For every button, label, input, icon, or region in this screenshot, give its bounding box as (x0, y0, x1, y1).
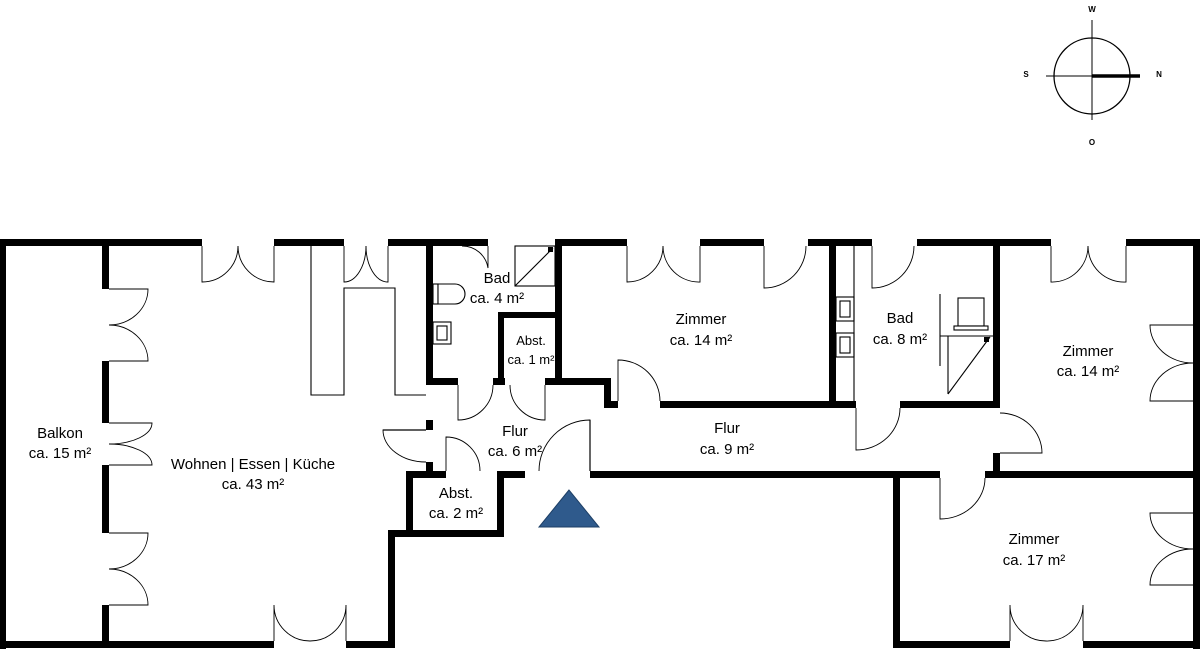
room-name-zimmer-17: Zimmer (1009, 531, 1060, 548)
room-area-zimmer-17: ca. 17 m² (1003, 552, 1066, 569)
room-area-abst-1: ca. 1 m² (508, 352, 556, 367)
room-name-abst-1: Abst. (516, 333, 546, 348)
room-area-wohnen: ca. 43 m² (222, 476, 285, 493)
room-area-bad-small: ca. 4 m² (470, 290, 524, 307)
room-area-bad-large: ca. 8 m² (873, 331, 927, 348)
room-name-bad-small: Bad (484, 270, 511, 287)
compass-north-label: N (1156, 70, 1162, 79)
kitchen-counter (310, 246, 426, 396)
windows (108, 245, 1194, 642)
entrance-triangle-icon (537, 489, 601, 528)
room-area-zimmer-14-right: ca. 14 m² (1057, 363, 1120, 380)
compass-west-label: W (1088, 5, 1096, 14)
room-name-zimmer-14-right: Zimmer (1063, 343, 1114, 360)
room-area-balkon: ca. 15 m² (29, 445, 92, 462)
room-name-balkon: Balkon (37, 425, 83, 442)
interior-doors (382, 359, 1043, 520)
room-name-flur-6: Flur (502, 423, 528, 440)
compass-icon: W S N O (1023, 5, 1162, 147)
room-name-zimmer-14-mid: Zimmer (676, 311, 727, 328)
room-name-flur-9: Flur (714, 420, 740, 437)
room-labels: Balkon ca. 15 m² Wohnen | Essen | Küche … (29, 270, 1120, 569)
room-area-zimmer-14-mid: ca. 14 m² (670, 332, 733, 349)
room-name-bad-large: Bad (887, 310, 914, 327)
room-area-flur-9: ca. 9 m² (700, 441, 754, 458)
walls (0, 239, 1200, 649)
room-name-abst-2: Abst. (439, 485, 473, 502)
room-area-abst-2: ca. 2 m² (429, 505, 483, 522)
room-name-wohnen: Wohnen | Essen | Küche (171, 456, 335, 473)
bathroom-fixtures (432, 245, 993, 401)
compass-south-label: S (1023, 70, 1029, 79)
compass-east-label: O (1089, 138, 1095, 147)
room-area-flur-6: ca. 6 m² (488, 443, 542, 460)
